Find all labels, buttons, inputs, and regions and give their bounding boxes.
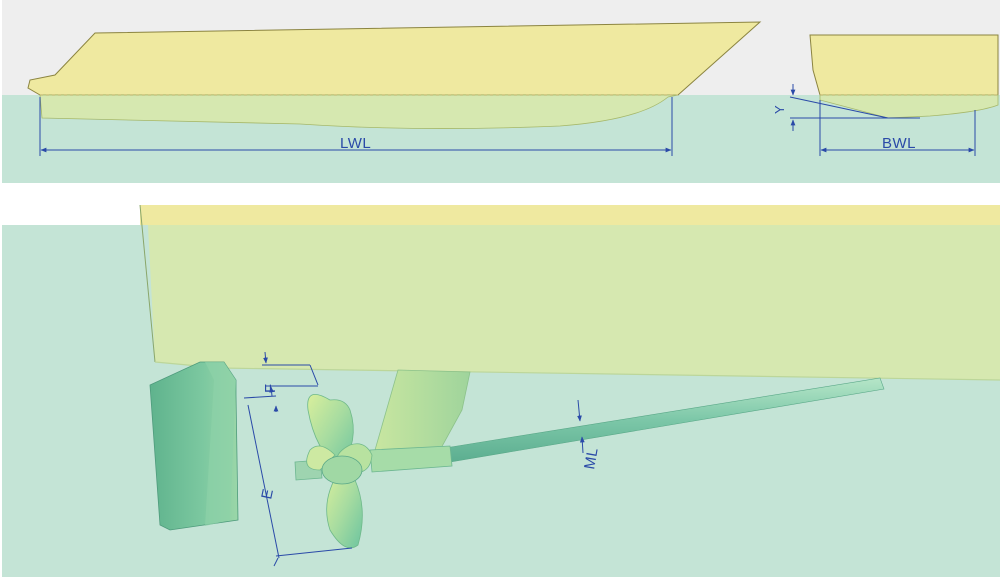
bottom-panel: F E ML — [2, 204, 1000, 577]
propeller-hub — [321, 455, 363, 485]
rudder — [149, 361, 239, 531]
y-dimension: Y — [772, 84, 920, 131]
f-arrow-bottom — [269, 386, 274, 397]
f-arrow-top — [263, 351, 268, 364]
shaft-bearing — [369, 445, 453, 473]
side-view-hull — [27, 21, 762, 129]
f-label: F — [262, 383, 279, 393]
top-panel: LWL Y BWL — [2, 0, 1000, 183]
e-dimension: E — [243, 395, 353, 567]
propeller-blade-4 — [306, 445, 336, 471]
propeller — [306, 393, 373, 549]
e-bottom-extension — [275, 547, 353, 557]
bwl-label: BWL — [882, 135, 916, 152]
section-view-hull — [809, 34, 999, 119]
hull-below-waterline — [39, 94, 679, 129]
hull-transom-edge — [139, 204, 156, 363]
bwl-dimension: BWL — [819, 100, 976, 156]
lwl-dimension: LWL — [39, 97, 673, 156]
section-hull-below-waterline — [819, 94, 999, 119]
ml-arrow-bottom — [579, 436, 585, 454]
e-dimension-line — [247, 404, 280, 559]
e-label: E — [258, 487, 277, 501]
bottom-hull-above-waterline — [140, 205, 1000, 225]
ml-dimension: ML — [577, 399, 602, 471]
y-label: Y — [772, 105, 787, 114]
e-top-extension — [243, 395, 277, 399]
e-arrow-bottom — [273, 557, 279, 567]
y-reference-line — [789, 96, 889, 119]
ml-label: ML — [581, 446, 602, 470]
lwl-label: LWL — [340, 135, 371, 152]
rudder-highlight — [205, 362, 236, 526]
f-right-extension — [309, 364, 319, 386]
hull-above-waterline — [27, 21, 762, 96]
propeller-blade-3 — [326, 469, 363, 549]
propeller-shaft — [294, 377, 885, 481]
section-hull-above-waterline — [809, 34, 999, 96]
ml-arrow-top — [577, 399, 582, 422]
f-dimension: F — [262, 351, 319, 397]
bottom-hull-body — [140, 205, 1000, 380]
